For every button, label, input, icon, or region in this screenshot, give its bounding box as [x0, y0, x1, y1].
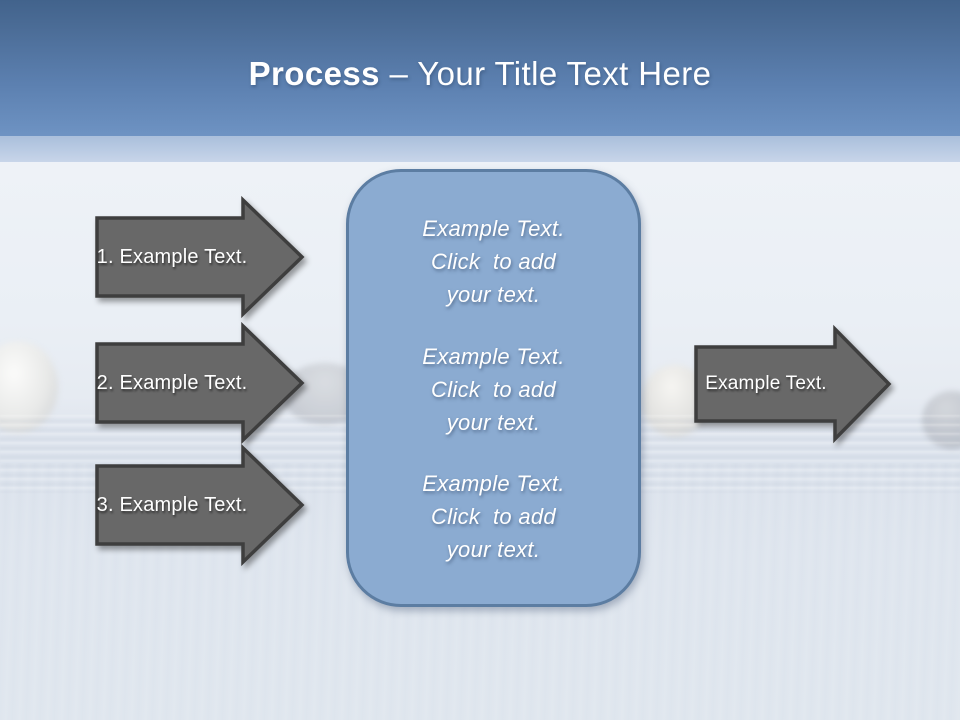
header-accent-band: [0, 136, 960, 163]
placeholder-line: Example Text.: [422, 343, 565, 369]
step-label: 2. Example Text.: [96, 371, 248, 394]
text-placeholder-2[interactable]: Example Text. Click to add your text.: [369, 340, 618, 439]
page-title: Process – Your Title Text Here: [0, 54, 960, 94]
title-emphasis: Process: [248, 55, 380, 92]
placeholder-line: Example Text.: [422, 471, 565, 496]
placeholder-line: your text.: [446, 537, 541, 562]
right-arrow-shape-icon: [95, 321, 305, 445]
right-arrow-shape-icon: [95, 195, 305, 319]
placeholder-line: Click to add: [431, 504, 556, 529]
text-placeholder-3[interactable]: Example Text. Click to add your text.: [369, 467, 618, 566]
title-separator: –: [389, 55, 409, 92]
process-step-arrow-1[interactable]: 1. Example Text.: [93, 194, 308, 320]
placeholder-line: Click to add: [431, 376, 556, 402]
output-label: Example Text.: [705, 373, 827, 394]
right-arrow-shape-icon: [95, 443, 305, 567]
center-text-panel[interactable]: Example Text. Click to add your text. Ex…: [346, 169, 641, 607]
placeholder-line: your text.: [446, 409, 541, 435]
placeholder-line: Click to add: [431, 249, 556, 274]
slide-header: [0, 0, 960, 136]
placeholder-line: your text.: [446, 282, 541, 307]
right-arrow-shape-icon: [694, 324, 892, 444]
placeholder-line: Example Text.: [422, 216, 565, 241]
step-label: 3. Example Text.: [96, 493, 248, 516]
process-step-arrow-2[interactable]: 2. Example Text.: [93, 320, 308, 446]
output-arrow[interactable]: Example Text.: [693, 321, 893, 447]
title-text: Your Title Text Here: [417, 55, 712, 92]
process-step-arrow-3[interactable]: 3. Example Text.: [93, 442, 308, 568]
step-label: 1. Example Text.: [96, 245, 248, 268]
text-placeholder-1[interactable]: Example Text. Click to add your text.: [369, 212, 618, 311]
